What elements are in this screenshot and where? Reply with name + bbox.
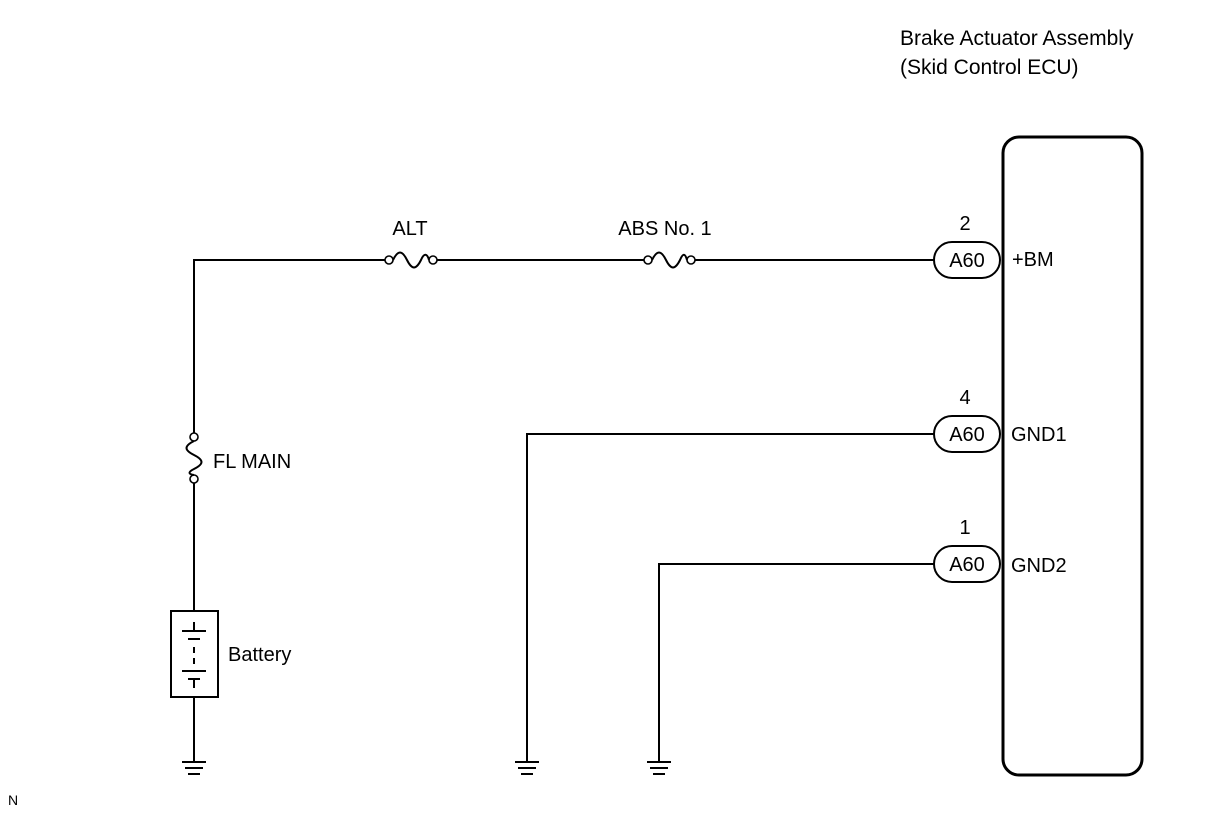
pin-number: 4 — [959, 387, 970, 409]
connector-pin-2: A60 2 — [933, 213, 1001, 279]
ground-icon — [647, 563, 934, 775]
terminal-label: GND1 — [1011, 424, 1067, 446]
abs-no1-fuse — [643, 251, 696, 269]
connector-code: A60 — [949, 554, 985, 576]
abs-no1-fuse-label: ABS No. 1 — [618, 218, 711, 240]
component-title-line2: (Skid Control ECU) — [900, 56, 1079, 79]
ground-icon — [515, 433, 934, 775]
component-title-line1: Brake Actuator Assembly — [900, 27, 1134, 50]
power-wire — [193, 259, 934, 611]
alt-fuse-label: ALT — [392, 218, 427, 240]
connector-code: A60 — [949, 250, 985, 272]
terminal-label: GND2 — [1011, 555, 1067, 577]
connector-pin-1: A60 1 — [933, 517, 1001, 583]
pin-number: 1 — [959, 517, 970, 539]
corner-mark: N — [8, 792, 18, 808]
battery-label: Battery — [228, 644, 291, 666]
fl-main-fuse-label: FL MAIN — [213, 451, 291, 473]
connector-code: A60 — [949, 424, 985, 446]
connector-pin-4: A60 4 — [933, 387, 1001, 453]
battery-symbol — [170, 610, 219, 762]
fl-main-fuse — [185, 432, 203, 484]
ground-icon — [182, 761, 206, 775]
pin-number: 2 — [959, 213, 970, 235]
ecu-box — [1001, 135, 1144, 777]
alt-fuse — [384, 251, 438, 269]
terminal-label: +BM — [1012, 249, 1054, 271]
